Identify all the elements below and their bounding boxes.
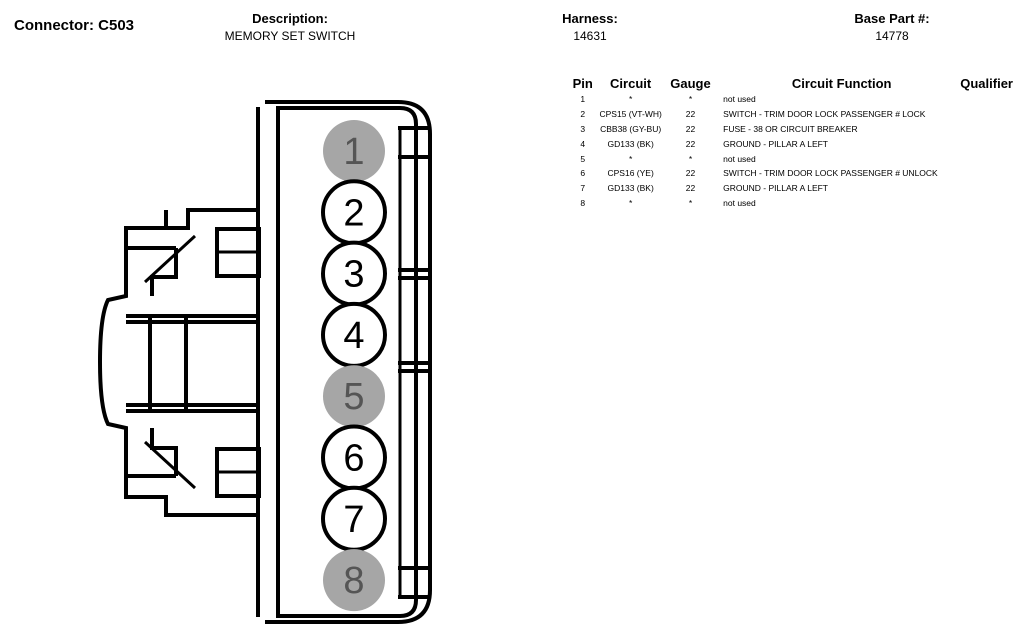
pin-cavities: 1 2 3 4 5 6 7 8 [321,120,387,612]
pin-circle-unused [323,549,385,612]
cell-circuit: * [628,153,633,164]
cell-gauge: * [688,197,693,208]
pin-number-label: 2 [343,192,364,234]
table-row: 4 GD133 (BK) 22 GROUND - PILLAR A LEFT [566,136,1013,151]
right-notch-top [398,126,428,159]
cell-function: GROUND - PILLAR A LEFT [723,138,829,149]
cell-gauge: 22 [685,109,696,120]
cell-function: FUSE - 38 OR CIRCUIT BREAKER [723,123,858,134]
connector-face-diagram: 1 2 3 4 5 6 7 8 [97,100,432,624]
cell-gauge: 22 [685,183,696,194]
cell-circuit: GD133 (BK) [607,183,654,194]
header-gauge: Gauge [670,76,711,91]
harness-label: Harness: [562,11,618,26]
connector-body-outline [265,100,432,624]
base-part-value: 14778 [875,29,909,43]
cell-function: not used [723,153,756,164]
cell-pin: 7 [580,183,586,194]
table-row: 1 * * not used [566,92,1013,107]
header-circuit: Circuit [610,76,652,91]
pin-cavity-6: 6 [321,424,387,491]
description-value: MEMORY SET SWITCH [224,29,356,43]
pin-cavity-4: 4 [321,301,387,368]
table-row: 7 GD133 (BK) 22 GROUND - PILLAR A LEFT [566,181,1013,196]
pin-circle-unused [323,365,385,428]
cell-qualifier [960,196,1013,211]
cell-pin: 5 [580,153,586,164]
pin-cavity-3: 3 [321,240,387,307]
description-block: Description: MEMORY SET SWITCH [190,11,390,43]
pin-table: Pin Circuit Gauge Circuit Function Quali… [566,76,1013,210]
harness-block: Harness: 14631 [540,11,640,43]
cell-qualifier [960,122,1013,137]
cell-function: GROUND - PILLAR A LEFT [723,183,829,194]
cell-gauge: 22 [685,138,696,149]
connector-title: Connector: C503 [14,17,135,34]
pin-number-label: 7 [343,499,364,541]
pin-number-label: 6 [343,438,364,480]
pin-cavity-5: 5 [323,365,385,428]
pin-cavity-1: 1 [323,120,385,182]
harness-value: 14631 [573,29,607,43]
cell-circuit: CBB38 (GY-BU) [600,123,662,134]
cell-pin: 1 [580,94,586,105]
base-part-label: Base Part #: [854,11,930,26]
cell-qualifier [960,136,1013,151]
cell-pin: 8 [580,197,586,208]
connector-inner-face [276,106,418,618]
pin-circle-unused [323,120,385,182]
pin-cavity-8: 8 [323,549,385,612]
cell-qualifier [960,107,1013,122]
cell-circuit: * [628,94,633,105]
header-circuit-function: Circuit Function [791,76,892,91]
cell-pin: 3 [580,123,586,134]
latch-lower-slant [143,440,197,490]
cell-gauge: * [688,153,693,164]
cell-qualifier [960,166,1013,181]
cell-qualifier [960,181,1013,196]
latch-upper-slant [143,234,197,284]
table-row: 8 * * not used [566,196,1013,211]
cell-gauge: * [688,94,693,105]
cell-circuit: CPS15 (VT-WH) [599,109,662,120]
cell-circuit: CPS16 (YE) [607,168,654,179]
header-qualifier: Qualifier [960,76,1013,91]
cell-pin: 2 [580,109,586,120]
latch-center-block [126,314,258,413]
latch-upper-hook [128,210,178,296]
table-row: 2 CPS15 (VT-WH) 22 SWITCH - TRIM DOOR LO… [566,107,1013,122]
pin-cavity-2: 2 [321,179,387,246]
cell-pin: 4 [580,138,586,149]
cell-qualifier [960,92,1013,107]
pin-table-header-row: Pin Circuit Gauge Circuit Function Quali… [566,76,1013,92]
cell-gauge: 22 [685,123,696,134]
cell-qualifier [960,151,1013,166]
cell-gauge: 22 [685,168,696,179]
table-row: 5 * * not used [566,151,1013,166]
pin-number-label: 8 [343,560,364,602]
description-label: Description: [252,11,328,26]
right-notch-bottom [398,566,428,599]
latch-lower-hook [128,428,178,478]
cell-circuit: * [628,197,633,208]
cell-circuit: GD133 (BK) [607,138,654,149]
base-part-block: Base Part #: 14778 [842,11,942,43]
cell-function: not used [723,94,756,105]
latch-outline [97,208,258,517]
cell-pin: 6 [580,168,586,179]
pin-number-label: 1 [343,131,364,173]
header-pin: Pin [572,76,593,91]
pin-number-label: 4 [343,315,364,357]
pin-number-label: 3 [343,254,364,296]
pin-cavity-7: 7 [321,485,387,552]
pin-number-label: 5 [343,376,364,418]
table-row: 6 CPS16 (YE) 22 SWITCH - TRIM DOOR LOCK … [566,166,1013,181]
table-row: 3 CBB38 (GY-BU) 22 FUSE - 38 OR CIRCUIT … [566,122,1013,137]
right-notch-mid [398,268,428,373]
cell-function: SWITCH - TRIM DOOR LOCK PASSENGER # UNLO… [723,168,938,179]
cell-function: not used [723,197,756,208]
cell-function: SWITCH - TRIM DOOR LOCK PASSENGER # LOCK [723,109,926,120]
